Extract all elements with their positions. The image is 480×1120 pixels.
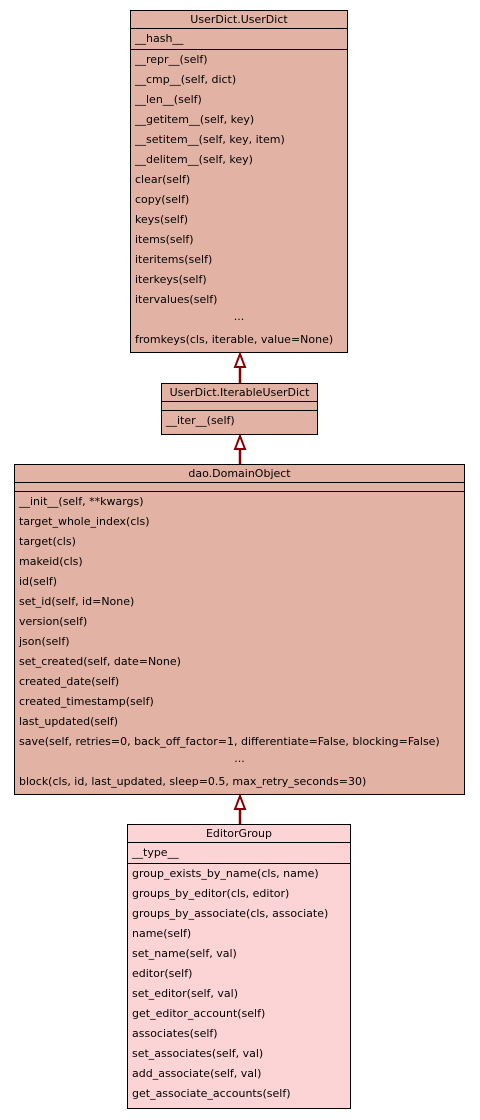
inheritance-arrow-domainobject-to-iterable — [233, 433, 247, 464]
class-userdict: UserDict.UserDict __hash__ __repr__(self… — [130, 10, 348, 353]
method: created_timestamp(self) — [19, 695, 154, 708]
attribute-section — [162, 402, 317, 411]
method: set_name(self, val) — [132, 947, 237, 960]
ellipsis: ... — [233, 310, 245, 323]
method: get_associate_accounts(self) — [132, 1087, 291, 1100]
method: __len__(self) — [135, 93, 202, 106]
method: groups_by_editor(cls, editor) — [132, 887, 290, 900]
method: block(cls, id, last_updated, sleep=0.5, … — [19, 775, 367, 788]
attribute-section: __type__ — [128, 843, 350, 864]
method: id(self) — [19, 575, 58, 588]
method: clear(self) — [135, 173, 191, 186]
attribute-section — [15, 483, 464, 492]
method: __getitem__(self, key) — [135, 113, 255, 126]
method-section: group_exists_by_name(cls, name) groups_b… — [128, 864, 350, 1104]
method: save(self, retries=0, back_off_factor=1,… — [19, 735, 440, 748]
inheritance-arrow-editorgroup-to-domainobject — [233, 793, 247, 824]
method-section: __iter__(self) — [162, 411, 317, 431]
class-iterableuserdict: UserDict.IterableUserDict __iter__(self) — [161, 383, 318, 435]
method: get_editor_account(self) — [132, 1007, 266, 1020]
method: last_updated(self) — [19, 715, 119, 728]
method-section: __repr__(self) __cmp__(self, dict) __len… — [131, 50, 347, 350]
method: makeid(cls) — [19, 555, 83, 568]
method: set_id(self, id=None) — [19, 595, 135, 608]
method: __init__(self, **kwargs) — [19, 495, 144, 508]
method-section: __init__(self, **kwargs) target_whole_in… — [15, 492, 464, 792]
method: __iter__(self) — [166, 414, 235, 427]
attribute: __hash__ — [135, 32, 184, 45]
class-name: UserDict.UserDict — [131, 11, 347, 29]
class-editorgroup: EditorGroup __type__ group_exists_by_nam… — [127, 824, 351, 1109]
method: __repr__(self) — [135, 53, 208, 66]
method: iterkeys(self) — [135, 273, 207, 286]
method: set_created(self, date=None) — [19, 655, 181, 668]
attribute-section: __hash__ — [131, 29, 347, 50]
method: __cmp__(self, dict) — [135, 73, 237, 86]
method: itervalues(self) — [135, 293, 218, 306]
method: groups_by_associate(cls, associate) — [132, 907, 329, 920]
method: target(cls) — [19, 535, 76, 548]
method: set_editor(self, val) — [132, 987, 238, 1000]
method: target_whole_index(cls) — [19, 515, 150, 528]
method: created_date(self) — [19, 675, 120, 688]
method: associates(self) — [132, 1027, 218, 1040]
method: add_associate(self, val) — [132, 1067, 262, 1080]
class-name: UserDict.IterableUserDict — [162, 384, 317, 402]
method: editor(self) — [132, 967, 193, 980]
method: group_exists_by_name(cls, name) — [132, 867, 319, 880]
method: items(self) — [135, 233, 194, 246]
method: __delitem__(self, key) — [135, 153, 253, 166]
method: keys(self) — [135, 213, 188, 226]
method: __setitem__(self, key, item) — [135, 133, 285, 146]
inheritance-arrow-iterable-to-userdict — [233, 351, 247, 383]
attribute: __type__ — [132, 846, 179, 859]
method: name(self) — [132, 927, 192, 940]
class-name: EditorGroup — [128, 825, 350, 843]
method: copy(self) — [135, 193, 190, 206]
method: iteritems(self) — [135, 253, 213, 266]
method: version(self) — [19, 615, 88, 628]
method: fromkeys(cls, iterable, value=None) — [135, 333, 334, 346]
method: json(self) — [19, 635, 70, 648]
class-name: dao.DomainObject — [15, 465, 464, 483]
method: set_associates(self, val) — [132, 1047, 264, 1060]
ellipsis: ... — [234, 752, 245, 765]
class-domainobject: dao.DomainObject __init__(self, **kwargs… — [14, 464, 465, 795]
